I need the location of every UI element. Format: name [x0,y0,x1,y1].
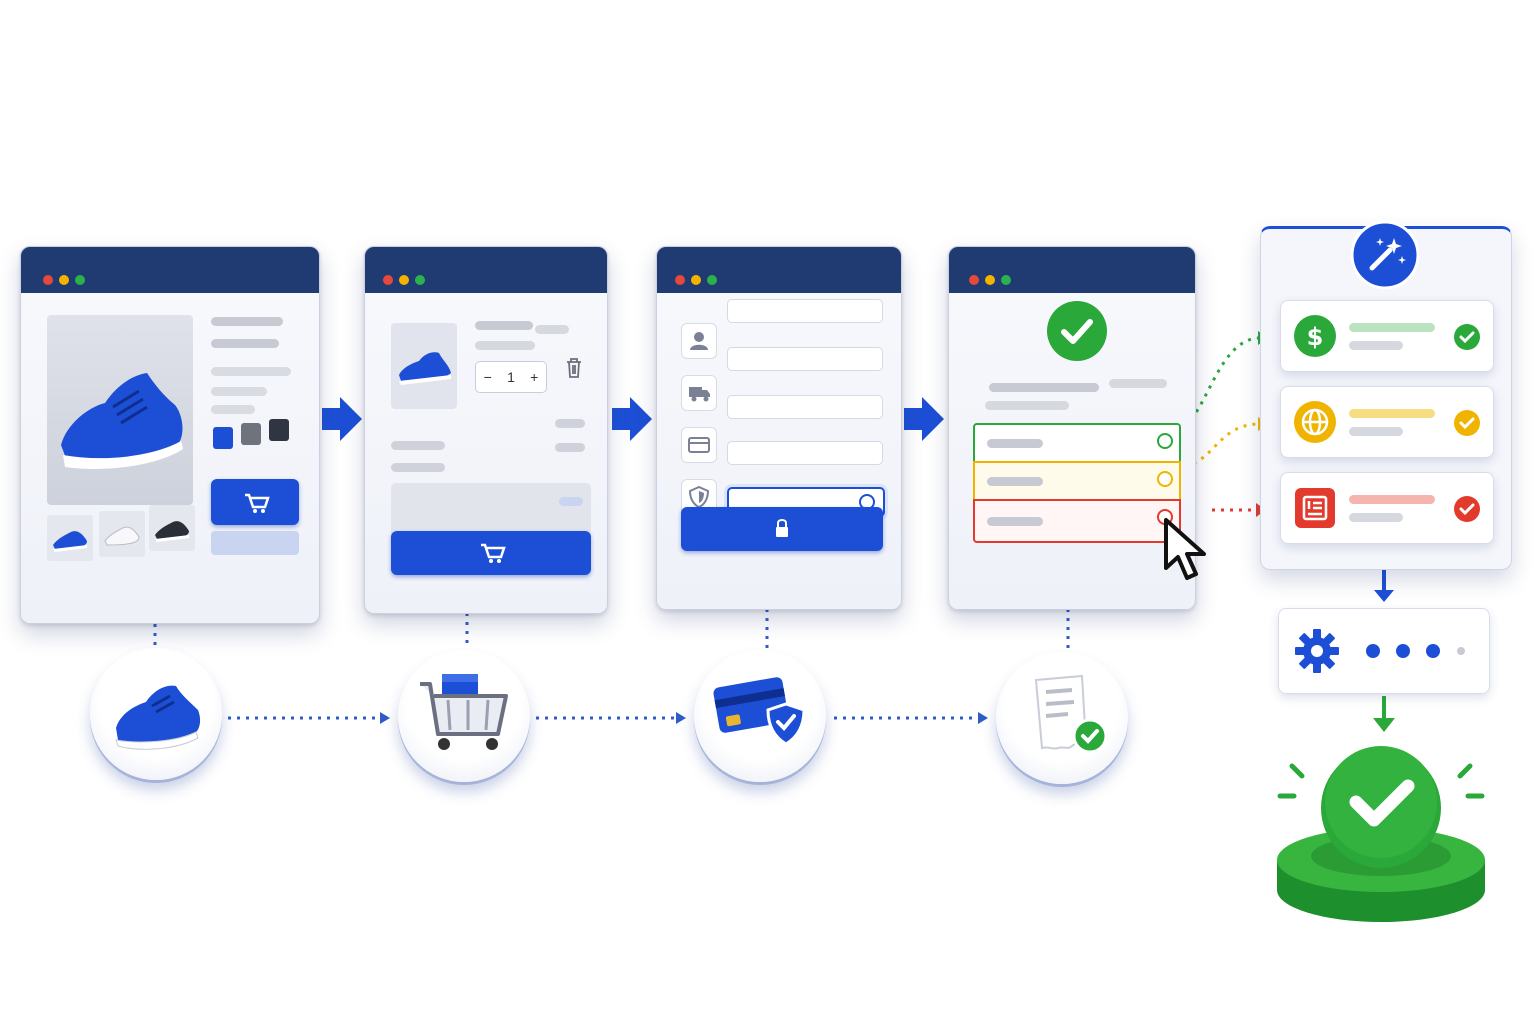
address-input[interactable] [727,347,883,371]
thumbnail-black[interactable] [149,505,195,551]
payment-option-success[interactable] [973,423,1181,463]
shopping-cart-icon [420,674,508,750]
lock-icon [776,519,788,537]
close-dot[interactable] [43,275,53,285]
minimize-dot[interactable] [399,275,409,285]
check-icon [1454,496,1480,522]
globe-icon [1294,401,1336,443]
quantity-stepper[interactable]: − 1 + [475,361,547,393]
minimize-dot[interactable] [691,275,701,285]
window-titlebar [657,247,901,293]
minimize-dot[interactable] [985,275,995,285]
step-cart-disc [398,650,530,782]
sneaker-icon [61,373,183,469]
maximize-dot[interactable] [415,275,425,285]
secure-pay-button[interactable] [681,507,883,551]
window-titlebar [949,247,1195,293]
color-swatch-dark[interactable] [269,419,289,441]
checkout-button[interactable] [391,531,591,575]
cart-icon [245,493,270,513]
cart-icon [481,543,506,563]
maximize-dot[interactable] [707,275,717,285]
gear-icon [1295,629,1339,673]
close-dot[interactable] [675,275,685,285]
arrow-1 [322,397,362,441]
mouse-cursor-icon [1164,518,1206,580]
thumbnail-blue[interactable] [47,515,93,561]
maximize-dot[interactable] [1001,275,1011,285]
card-field-icon [681,427,717,463]
dollar-icon: $ [1294,315,1336,357]
check-icon [1047,301,1107,361]
payment-option-danger[interactable] [973,499,1181,543]
status-ring-yellow [1157,471,1173,487]
validation-card-region[interactable] [1280,386,1494,458]
validation-card-invoice[interactable] [1280,472,1494,544]
quantity-plus-button[interactable]: + [530,369,539,385]
receipt-check-icon [1034,674,1108,754]
sneaker-icon [399,352,451,385]
sneaker-icon [155,521,189,542]
product-image[interactable] [47,315,193,505]
color-swatch-blue[interactable] [213,427,233,449]
truck-icon [689,387,710,402]
maximize-dot[interactable] [75,275,85,285]
cart-item-image [391,323,457,409]
check-icon [1454,324,1480,350]
color-swatch-gray[interactable] [241,423,261,445]
arrow-3 [904,397,944,441]
arrow-2 [612,397,652,441]
quantity-minus-button[interactable]: − [483,369,492,385]
card-number-input[interactable] [727,441,883,465]
close-dot[interactable] [969,275,979,285]
shipping-input[interactable] [727,395,883,419]
step-payment-disc [694,650,826,782]
sparkle-lines [1277,763,1485,799]
minimize-dot[interactable] [59,275,69,285]
processing-card [1278,608,1490,694]
sneaker-icon [53,531,87,552]
sneaker-icon [115,685,201,750]
svg-text:$: $ [1307,323,1324,351]
secondary-button[interactable] [211,531,299,555]
step-receipt-disc [996,652,1128,784]
check-icon [1454,410,1480,436]
success-button[interactable] [1268,742,1494,932]
sneaker-icon [104,526,140,546]
add-to-cart-button[interactable] [211,479,299,525]
window-titlebar [21,247,319,293]
cart-window: − 1 + [364,246,608,614]
progress-dots [1366,644,1465,658]
credit-card-shield-icon [713,677,806,746]
magic-wand-icon [1350,220,1420,290]
validation-card-price[interactable]: $ [1280,300,1494,372]
name-input[interactable] [727,299,883,323]
invoice-icon [1295,488,1335,528]
status-ring-green [1157,433,1173,449]
user-icon [690,332,708,350]
payment-window [948,246,1196,610]
checkout-window [656,246,902,610]
payment-option-warning[interactable] [973,461,1181,501]
summary-row [391,483,591,539]
step-product-disc [90,648,222,780]
window-titlebar [365,247,607,293]
trash-icon[interactable] [563,355,585,381]
close-dot[interactable] [383,275,393,285]
shipping-field-icon [681,375,717,411]
user-field-icon [681,323,717,359]
product-window [20,246,320,624]
card-icon [688,437,710,453]
thumbnail-white[interactable] [99,511,145,557]
quantity-value: 1 [507,369,515,385]
check-icon [1349,779,1415,827]
